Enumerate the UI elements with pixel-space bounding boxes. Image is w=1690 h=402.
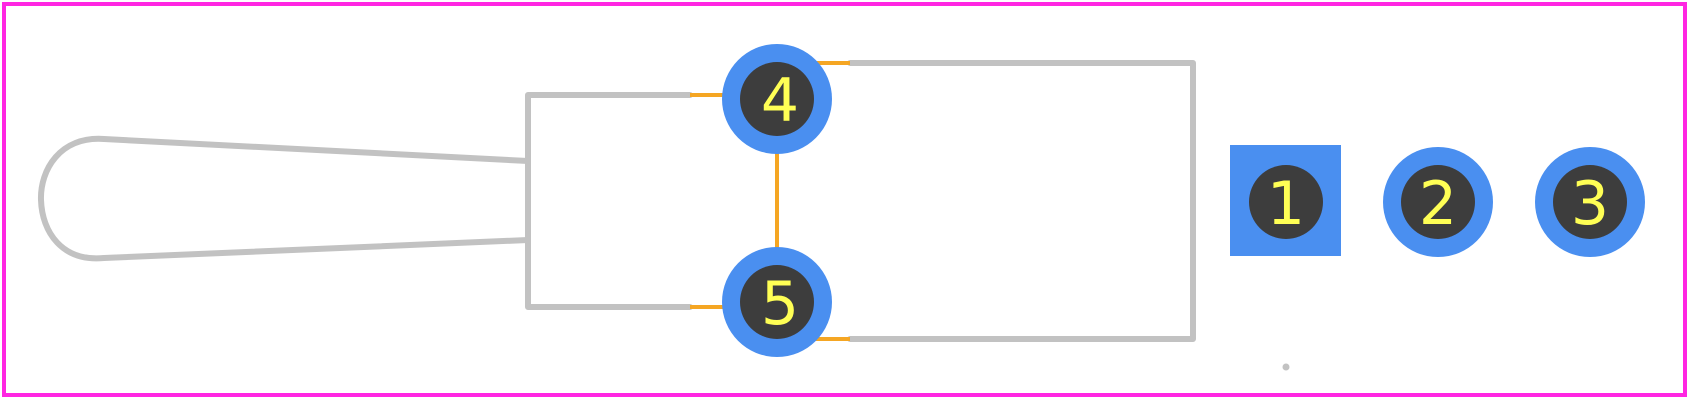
board-outline <box>2 2 1687 397</box>
drill-hole <box>740 62 814 136</box>
pad-pin-3[interactable]: 3 <box>1535 147 1645 257</box>
pad-pin-5[interactable]: 5 <box>722 247 832 357</box>
pin-label: 5 <box>761 269 799 339</box>
pin-label: 2 <box>1419 169 1457 239</box>
pin-label: 1 <box>1267 169 1305 239</box>
pad-pin-4[interactable]: 4 <box>722 44 832 154</box>
pad-pin-1[interactable]: 1 <box>1230 145 1341 256</box>
drill-hole <box>1249 165 1323 239</box>
pad-pin-2[interactable]: 2 <box>1383 147 1493 257</box>
pin-label: 4 <box>761 66 799 136</box>
toggle-lever-outline <box>37 135 531 262</box>
bushing-bracket-outline <box>525 92 693 310</box>
reference-dot <box>1282 363 1290 371</box>
switch-body-outline <box>847 60 1196 342</box>
pin-label: 3 <box>1571 169 1609 239</box>
drill-hole <box>1401 165 1475 239</box>
drill-hole <box>1553 165 1627 239</box>
drill-hole <box>740 265 814 339</box>
